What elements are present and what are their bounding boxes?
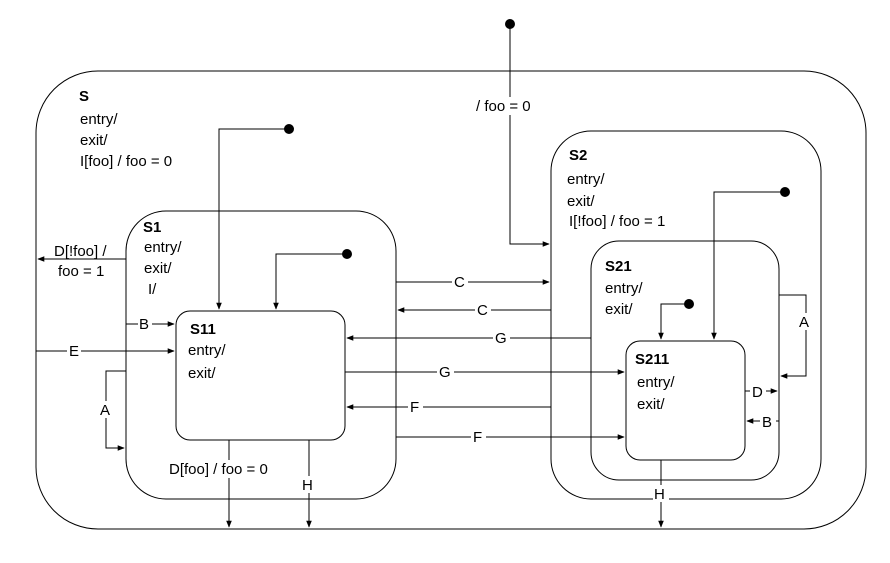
state-s-exit: exit/ <box>80 132 108 149</box>
label-bg-init-top <box>474 97 546 115</box>
state-s2-entry: entry/ <box>567 171 605 188</box>
state-s1-entry: entry/ <box>144 239 182 256</box>
label-bg-f1 <box>408 398 423 415</box>
state-s1-action: I/ <box>148 281 157 298</box>
transition-label-c2: C <box>477 302 488 319</box>
state-s2-action: I[!foo] / foo = 1 <box>569 213 665 230</box>
label-bg-h-s1 <box>301 476 317 493</box>
label-bg-a-s21 <box>797 313 813 330</box>
transition-label-f1: F <box>410 399 419 416</box>
state-s2-exit: exit/ <box>567 193 595 210</box>
label-bg-b-s1 <box>138 316 152 333</box>
transition-label-a-s1: A <box>100 402 110 419</box>
transition-label-a-s21: A <box>799 314 809 331</box>
state-s11-name: S11 <box>190 321 216 338</box>
transition-label-init-top: / foo = 0 <box>476 98 531 115</box>
label-bg-b-s211 <box>760 413 776 430</box>
state-s-name: S <box>79 88 89 105</box>
transition-initial-s1 <box>273 253 347 310</box>
label-bg-a-s1 <box>98 401 113 418</box>
transition-label-c1: C <box>454 274 465 291</box>
label-bg-e <box>67 342 81 359</box>
transition-initial-s <box>216 128 289 310</box>
transition-label-b-s211: B <box>762 414 772 431</box>
state-s1-name: S1 <box>143 219 161 236</box>
label-bg-d-s211 <box>750 383 766 400</box>
transition-label-d-s211: D <box>752 384 763 401</box>
state-s211-name: S211 <box>635 351 669 368</box>
state-s2-name: S2 <box>569 147 587 164</box>
state-s-action: I[foo] / foo = 0 <box>80 153 172 170</box>
transition-label-b-s1: B <box>139 316 149 333</box>
state-s21-exit: exit/ <box>605 301 633 318</box>
label-bg-d-foo <box>168 460 290 478</box>
label-bg-g2 <box>437 363 454 380</box>
state-s11-exit: exit/ <box>188 365 216 382</box>
transition-label-f2: F <box>473 429 482 446</box>
state-s21-entry: entry/ <box>605 280 643 297</box>
transition-label-h-s1: H <box>302 477 313 494</box>
transition-label-g2: G <box>439 364 451 381</box>
label-bg-h-s2 <box>653 485 669 502</box>
state-s211-entry: entry/ <box>637 374 675 391</box>
label-bg-c1 <box>452 273 468 290</box>
state-s1-exit: exit/ <box>144 260 172 277</box>
state-s211-exit: exit/ <box>637 396 665 413</box>
state-s-entry: entry/ <box>80 111 118 128</box>
state-s21-name: S21 <box>605 258 632 275</box>
transition-label-d-notfoo-1: D[!foo] / <box>54 243 107 260</box>
transition-label-h-s2: H <box>654 486 665 503</box>
transition-label-g1: G <box>495 330 507 347</box>
label-bg-f2 <box>471 428 486 445</box>
transition-a-s21 <box>779 294 807 379</box>
state-s11-entry: entry/ <box>188 342 226 359</box>
transition-label-e: E <box>69 343 79 360</box>
transition-label-d-foo: D[foo] / foo = 0 <box>169 461 268 478</box>
label-bg-g1 <box>493 329 510 346</box>
transition-initial-s21 <box>658 303 689 340</box>
state-s211-box[interactable] <box>625 340 746 461</box>
state-s11-box[interactable] <box>175 310 346 441</box>
label-bg-c2 <box>475 301 491 318</box>
transition-initial-s2 <box>711 191 785 340</box>
transition-label-d-notfoo-2: foo = 1 <box>58 263 104 280</box>
